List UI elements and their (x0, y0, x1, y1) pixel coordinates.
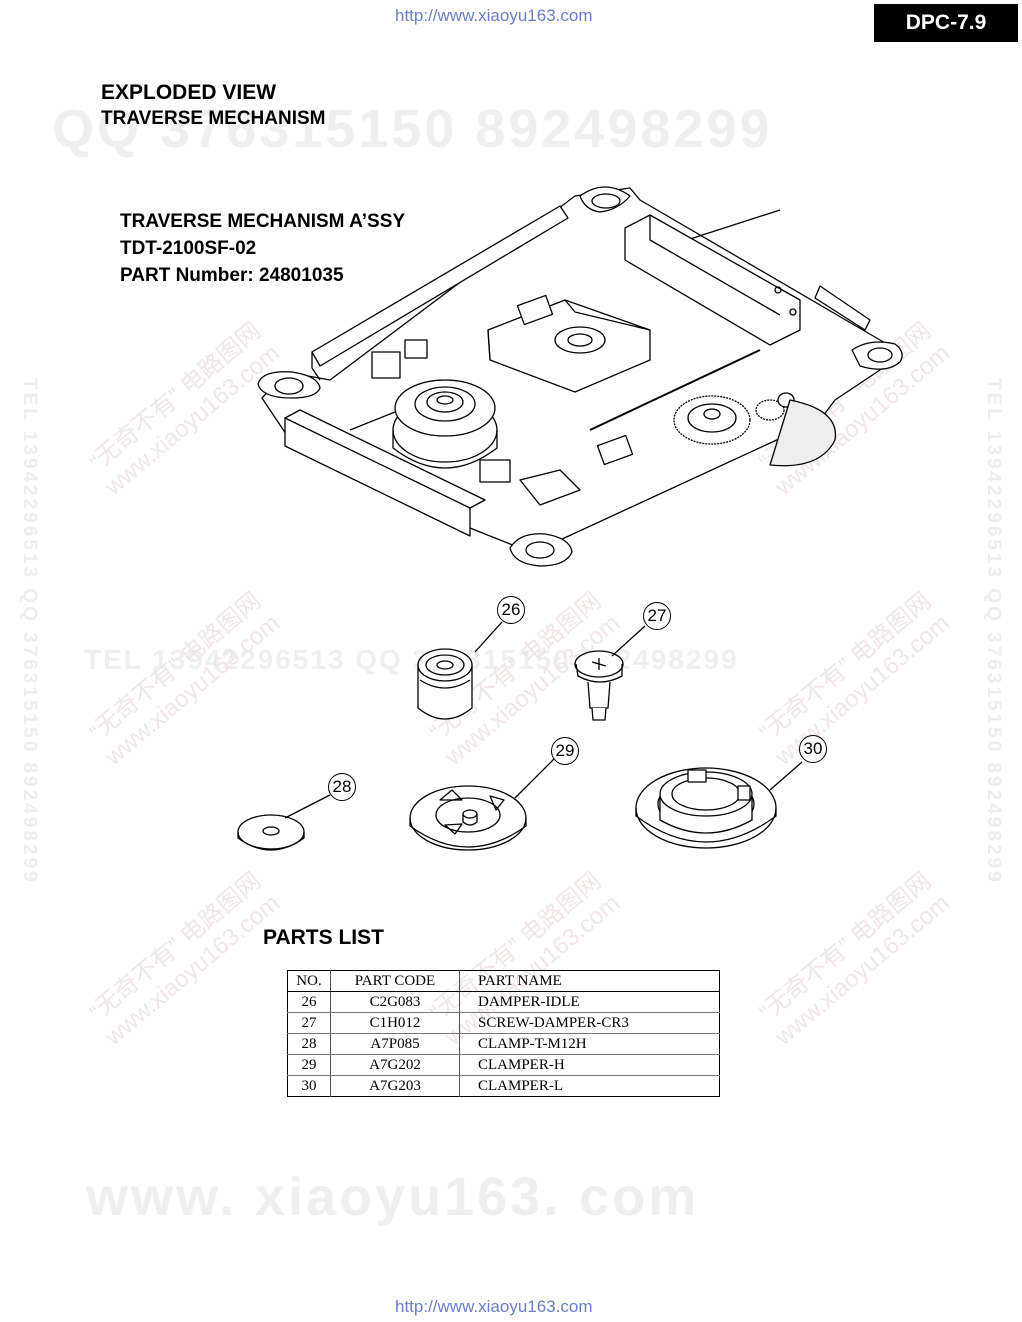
parts-list-header-row: NO. PART CODE PART NAME (287, 970, 720, 992)
cell-part-code: C2G083 (330, 991, 460, 1013)
watermark-qq-top: QQ 376315150 892498299 (52, 99, 773, 159)
cell-part-name: SCREW-DAMPER-CR3 (459, 1012, 720, 1034)
callout-29: 29 (551, 737, 579, 765)
cell-part-name: DAMPER-IDLE (459, 991, 720, 1013)
traverse-mechanism-illustration (257, 186, 903, 567)
table-row: 29 A7G202 CLAMPER-H (287, 1054, 720, 1076)
watermark-www-bottom: www. xiaoyu163. com (86, 1167, 700, 1227)
section-subtitle: TRAVERSE MECHANISM (101, 108, 326, 129)
callout-28: 28 (328, 773, 356, 801)
parts-list-title: PARTS LIST (263, 926, 384, 949)
cell-no: 27 (287, 1012, 331, 1034)
callout-27: 27 (643, 602, 671, 630)
section-title: EXPLODED VIEW (101, 81, 277, 104)
part-27-screw-illustration (574, 625, 646, 721)
col-header-part-code: PART CODE (330, 970, 460, 992)
cell-no: 26 (287, 991, 331, 1013)
assembly-model: TDT-2100SF-02 (120, 238, 257, 259)
parts-list-table: NO. PART CODE PART NAME 26 C2G083 DAMPER… (287, 970, 720, 1097)
cell-part-name: CLAMPER-L (478, 1078, 564, 1094)
table-row: 28 A7P085 CLAMP-T-M12H (287, 1033, 720, 1055)
part-30-clamper-l-illustration (635, 761, 803, 849)
callout-30: 30 (799, 735, 827, 763)
bottom-url-link[interactable]: http://www.xiaoyu163.com (395, 1297, 593, 1316)
cell-part-code: A7G203 (330, 1075, 460, 1097)
cell-no: 28 (287, 1033, 331, 1055)
table-row: 26 C2G083 DAMPER-IDLE (287, 991, 720, 1013)
cell-part-name: CLAMPER-H (459, 1054, 720, 1076)
callout-26: 26 (497, 596, 525, 624)
col-header-no: NO. (287, 970, 331, 992)
assembly-name: TRAVERSE MECHANISM A’SSY (120, 211, 406, 232)
cell-part-code: C1H012 (330, 1012, 460, 1034)
part-29-clamper-h-illustration (409, 757, 556, 851)
top-url-link[interactable]: http://www.xiaoyu163.com (395, 6, 593, 25)
part-28-clamp-illustration (237, 794, 331, 851)
cell-no: 29 (287, 1054, 331, 1076)
watermark-tel-mid: TEL 13942296513 QQ 376315150 892498299 (84, 644, 739, 675)
assembly-part-number: PART Number: 24801035 (120, 265, 344, 286)
table-row: 30 A7G203 CLAMPER-L (287, 1075, 720, 1097)
cell-no: 30 (287, 1075, 331, 1097)
cell-part-code: A7P085 (330, 1033, 460, 1055)
cell-part-name: CLAMP-T-M12H (459, 1033, 720, 1055)
cell-part-code: A7G202 (330, 1054, 460, 1076)
table-row: 27 C1H012 SCREW-DAMPER-CR3 (287, 1012, 720, 1034)
assembly-label: TRAVERSE MECHANISM A’SSY TDT-2100SF-02 P… (120, 208, 405, 289)
model-badge: DPC-7.9 (874, 4, 1018, 42)
col-header-part-name: PART NAME (459, 970, 720, 992)
part-26-damper-illustration (417, 621, 503, 720)
